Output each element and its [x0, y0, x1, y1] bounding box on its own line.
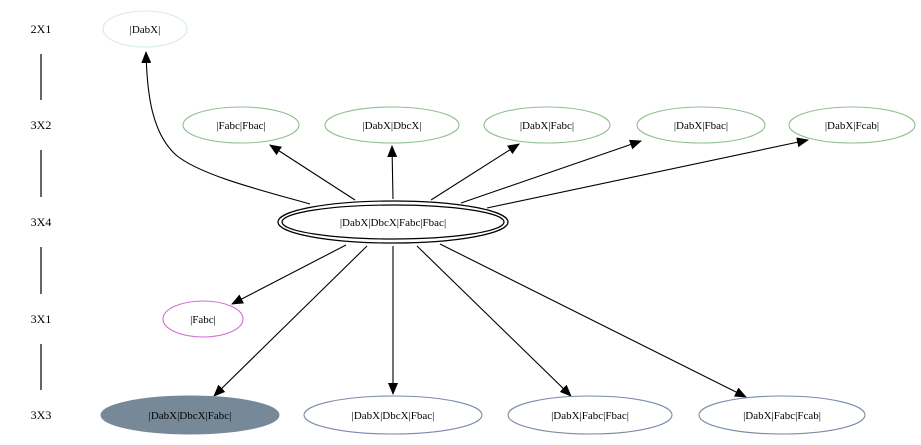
node-shape — [100, 395, 280, 435]
node-shape — [788, 106, 916, 144]
node-n-b3[interactable]: |DabX|Fabc|Fbac| — [507, 395, 673, 435]
edge-n-center-to-n-b1 — [213, 245, 368, 397]
node-label: |DabX|Fcab| — [825, 120, 879, 132]
node-shape-outer — [277, 200, 509, 244]
node-label: |DabX|DbcX|Fabc| — [149, 410, 232, 422]
node-n-b1[interactable]: |DabX|DbcX|Fabc| — [100, 395, 280, 435]
edge-n-center-to-n-fabc — [231, 244, 347, 305]
node-shape — [698, 395, 866, 435]
edge-n-center-to-n-dabx-fbac — [460, 139, 642, 204]
node-n-b2[interactable]: |DabX|DbcX|Fbac| — [303, 395, 483, 435]
node-n-dabx[interactable]: |DabX| — [102, 10, 188, 48]
node-shape — [636, 106, 766, 144]
node-label: |Fabc|Fbac| — [216, 120, 265, 132]
rank-label-r0: 2X1 — [31, 22, 52, 36]
edge-layer — [141, 51, 809, 398]
rank-label-r1: 3X2 — [31, 118, 52, 132]
node-shape — [102, 10, 188, 48]
node-shape — [483, 106, 611, 144]
node-label: |DabX|Fbac| — [674, 120, 728, 132]
node-n-dabx-fcab[interactable]: |DabX|Fcab| — [788, 106, 916, 144]
edge-n-center-to-n-dabx-fabc — [430, 143, 520, 201]
node-label: |DabX| — [130, 24, 161, 36]
edge-n-center-to-n-dabx-fcab — [486, 137, 809, 209]
node-shape — [162, 300, 244, 338]
node-label: |DabX|Fabc|Fcab| — [743, 410, 821, 422]
node-label: |DabX|DbcX|Fbac| — [352, 410, 435, 422]
node-label: |DabX|Fabc|Fbac| — [551, 410, 629, 422]
edge-n-center-to-n-dabx — [141, 51, 311, 205]
edge-n-center-to-n-b4 — [439, 243, 747, 398]
node-shape — [303, 395, 483, 435]
rank-label-r3: 3X1 — [31, 312, 52, 326]
node-shape — [324, 106, 460, 144]
edge-n-center-to-n-fabc-fbac — [269, 144, 356, 201]
node-n-dabx-fbac[interactable]: |DabX|Fbac| — [636, 106, 766, 144]
edge-n-center-to-n-dabx-dbcx — [387, 145, 398, 200]
node-label: |DabX|DbcX| — [362, 120, 421, 132]
node-n-fabc[interactable]: |Fabc| — [162, 300, 244, 338]
node-shape-inner — [281, 204, 505, 240]
rank-label-r4: 3X3 — [31, 408, 52, 422]
rank-axis: 2X1 3X2 3X4 3X1 3X3 — [31, 22, 52, 422]
node-shape — [507, 395, 673, 435]
node-layer: |DabX| |Fabc|Fbac| |DabX|DbcX| |DabX|Fabc| |… — [100, 10, 916, 435]
node-n-dabx-fabc[interactable]: |DabX|Fabc| — [483, 106, 611, 144]
rank-label-r2: 3X4 — [31, 215, 52, 229]
node-n-b4[interactable]: |DabX|Fabc|Fcab| — [698, 395, 866, 435]
node-n-center[interactable]: |DabX|DbcX|Fabc|Fbac| — [277, 200, 509, 244]
node-label: |Fabc| — [190, 314, 216, 326]
node-n-fabc-fbac[interactable]: |Fabc|Fbac| — [182, 106, 300, 144]
node-shape — [182, 106, 300, 144]
node-label: |DabX|DbcX|Fabc|Fbac| — [340, 217, 446, 229]
edge-n-center-to-n-b3 — [416, 245, 572, 397]
node-label: |DabX|Fabc| — [520, 120, 574, 132]
node-n-dabx-dbcx[interactable]: |DabX|DbcX| — [324, 106, 460, 144]
